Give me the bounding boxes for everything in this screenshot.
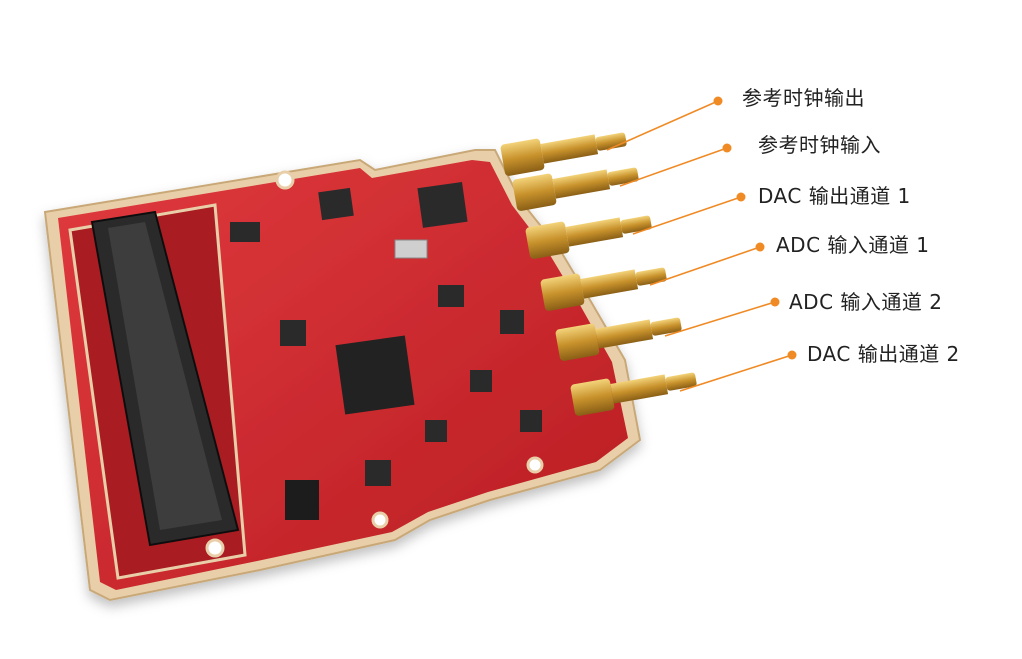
mounting-hole	[371, 511, 389, 529]
callout-label-ref-clock-in: 参考时钟输入	[758, 133, 881, 157]
chip	[470, 370, 492, 392]
chip	[438, 285, 464, 307]
mounting-hole	[205, 538, 225, 558]
leader-line	[679, 354, 793, 392]
chip	[417, 181, 468, 228]
leader-dot	[722, 143, 732, 153]
sma-connector	[525, 215, 652, 259]
leader-line	[664, 301, 776, 337]
mounting-hole	[275, 170, 295, 190]
chip	[520, 410, 542, 432]
sma-connectors	[500, 132, 697, 416]
sma-connector	[512, 167, 639, 211]
leader-dot	[770, 297, 780, 307]
leader-dot	[787, 350, 797, 360]
sma-connector	[570, 372, 697, 416]
connector-pins	[108, 222, 222, 530]
leader-dot	[736, 192, 746, 202]
mounting-hole	[526, 456, 544, 474]
chip	[425, 420, 447, 442]
leader-line	[619, 147, 728, 187]
crystal	[394, 239, 428, 259]
leader-line	[649, 246, 761, 286]
callout-label-dac-out-2: DAC 输出通道 2	[807, 342, 960, 366]
leader-dot	[713, 96, 723, 106]
sma-connector	[555, 317, 682, 361]
sma-connector	[540, 267, 667, 311]
callout-label-ref-clock-out: 参考时钟输出	[742, 86, 865, 110]
callout-label-adc-in-1: ADC 输入通道 1	[776, 233, 930, 257]
leader-dot	[755, 242, 765, 252]
chip	[318, 187, 354, 221]
callout-label-dac-out-1: DAC 输出通道 1	[758, 184, 911, 208]
chip	[280, 320, 306, 346]
leader-line	[606, 100, 719, 151]
leader-lines	[606, 96, 797, 392]
chip	[365, 460, 391, 486]
leader-line	[632, 196, 742, 235]
sma-connector	[500, 132, 627, 176]
callout-label-adc-in-2: ADC 输入通道 2	[789, 290, 943, 314]
fpga-chip	[335, 335, 415, 415]
chip	[230, 222, 260, 242]
chip	[500, 310, 524, 334]
pcb-board	[43, 149, 642, 602]
chip	[285, 480, 319, 520]
